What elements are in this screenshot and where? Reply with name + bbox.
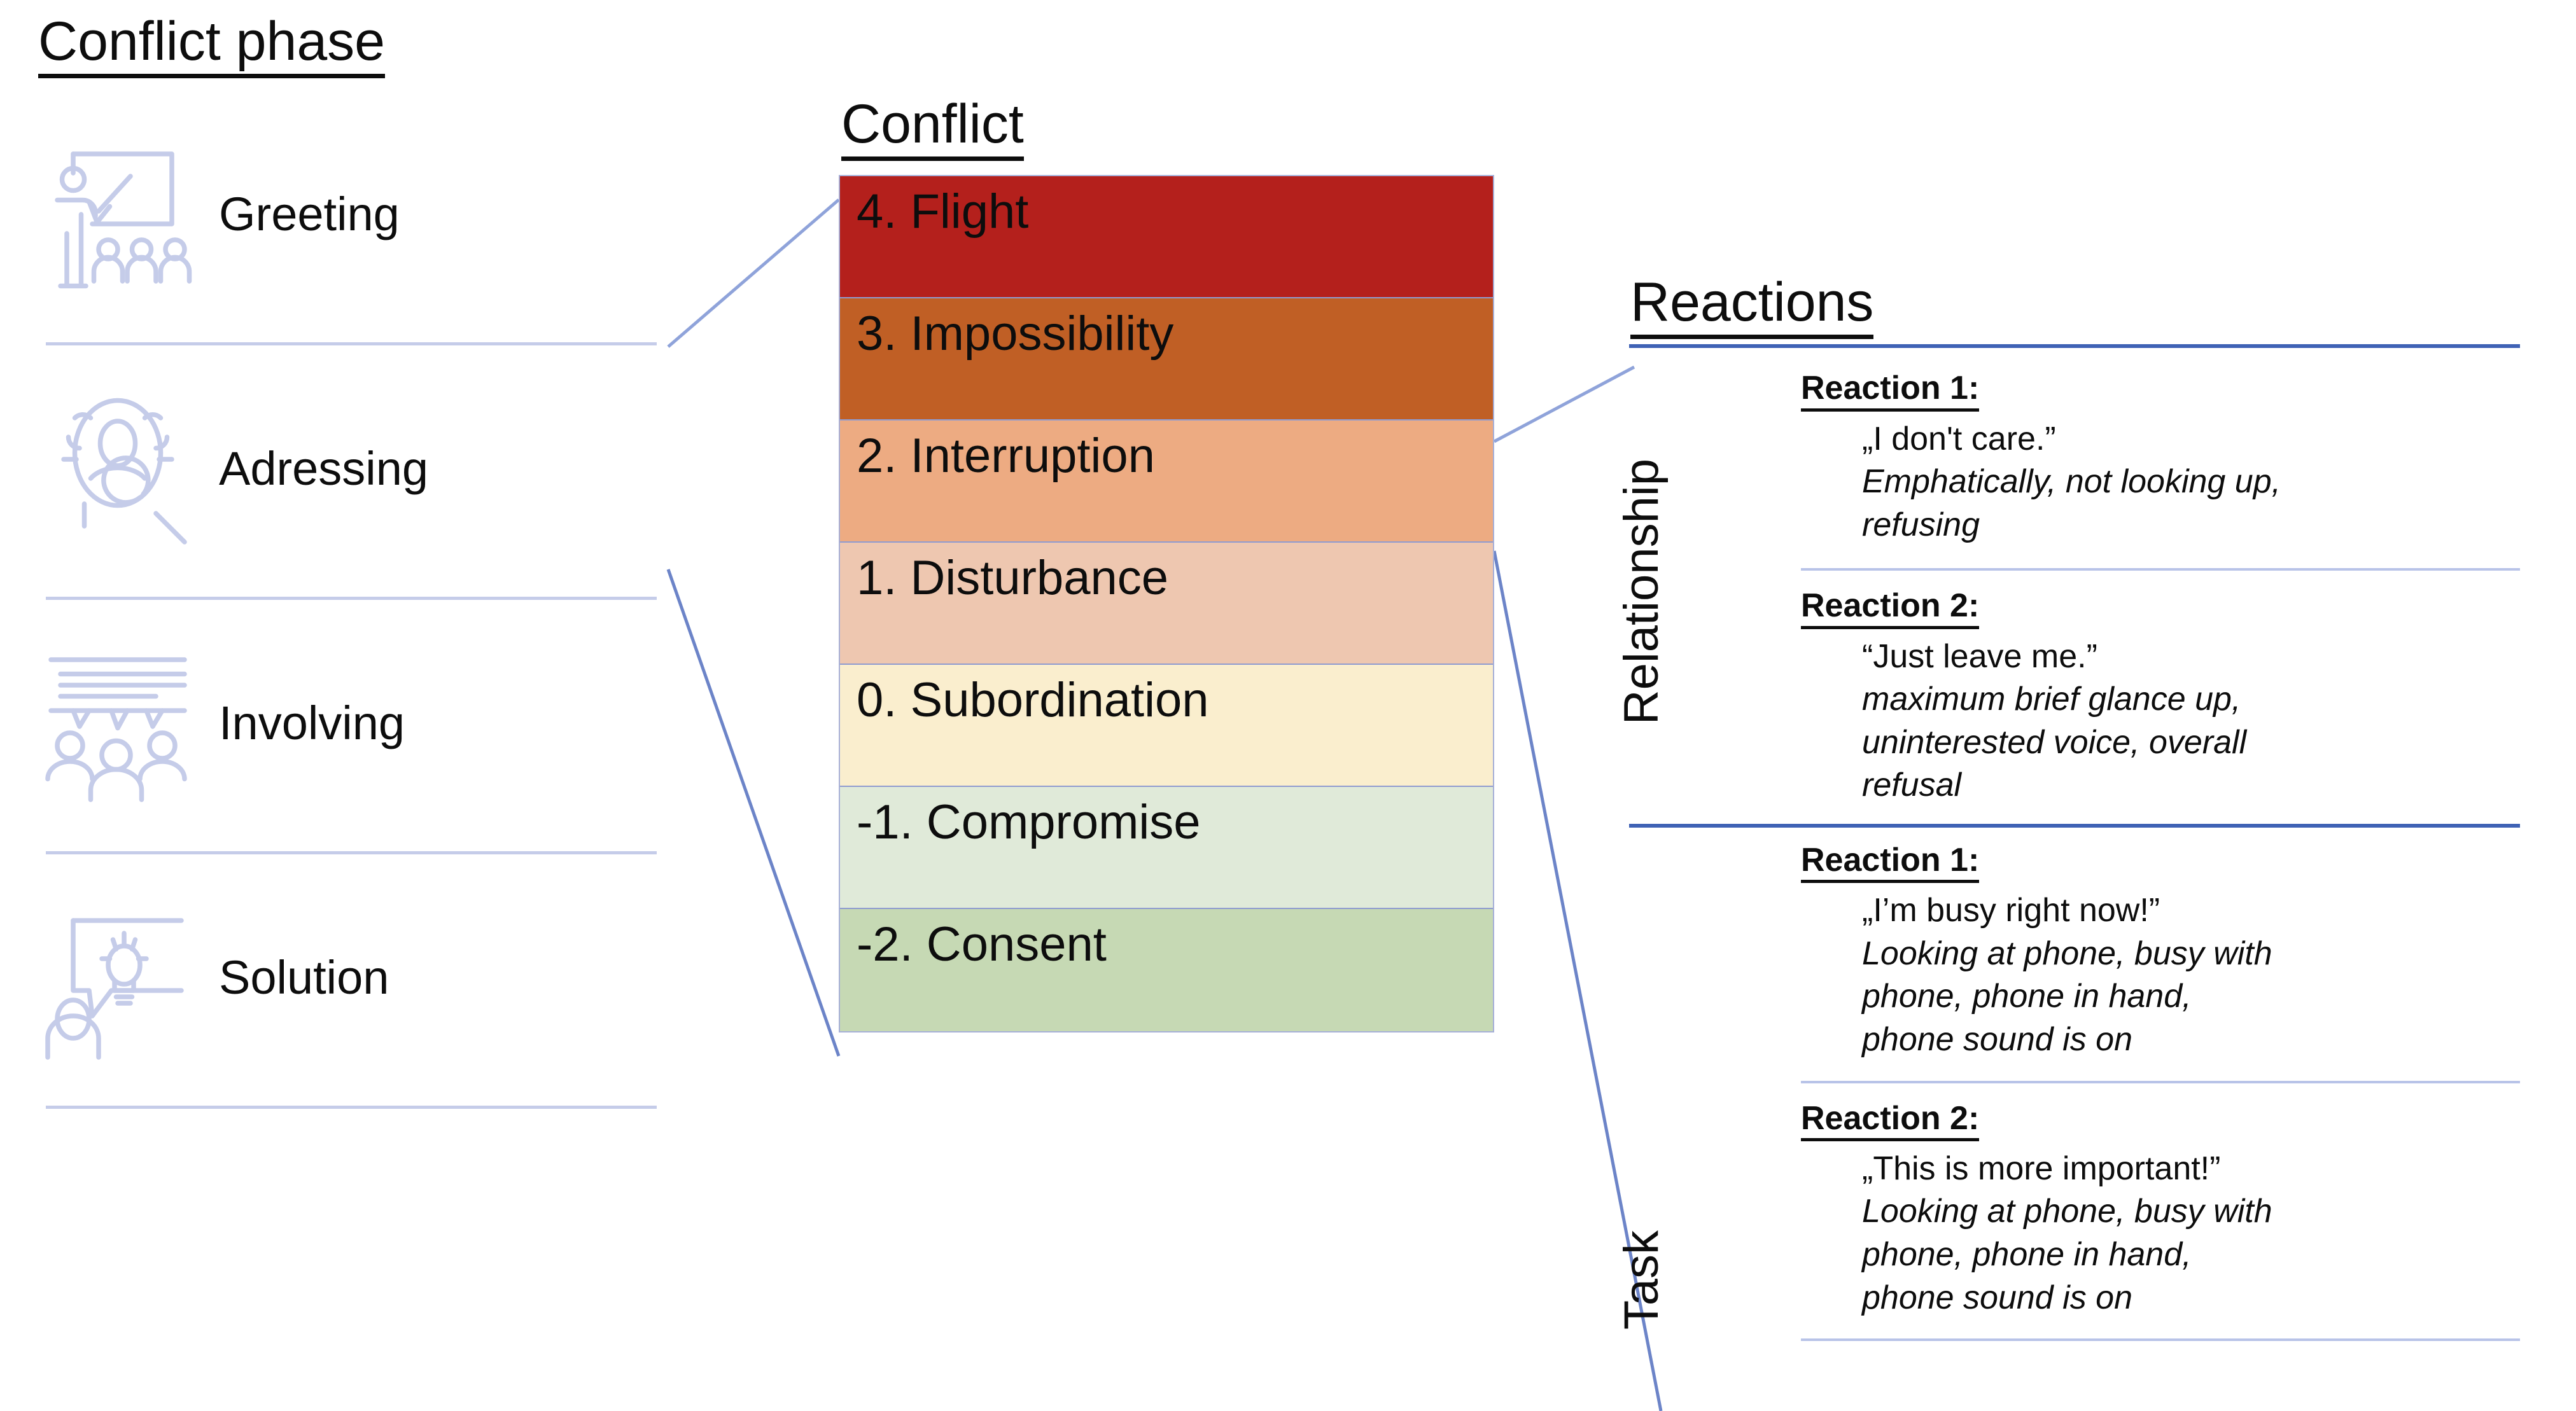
conflict-level-label: 4. Flight [857,184,1029,239]
discussion-group-icon [38,618,197,828]
conflict-level-label: 1. Disturbance [857,551,1169,606]
phase-label-involving: Involving [219,697,405,750]
reaction-quote: “Just leave me.” [1862,637,2097,675]
reaction-separator [1801,568,2520,571]
conflict-level-2[interactable]: 2. Interruption [840,421,1493,543]
phase-label-greeting: Greeting [219,188,400,241]
conflict-level-4[interactable]: 4. Flight [840,176,1493,299]
reaction-item[interactable]: Reaction 1: „I’m busy right now!” Lookin… [1629,828,2565,1068]
phase-item-adressing[interactable]: Adressing [38,342,700,601]
reaction-item[interactable]: Reaction 2: “Just leave me.” maximum bri… [1629,571,2565,814]
conflict-phase-panel: Conflict phase Greeting [38,13,700,1109]
phase-item-solution[interactable]: Solution [38,851,700,1109]
phase-divider-1 [46,342,657,346]
group-rule-top [1629,344,2520,349]
phase-divider-3 [46,851,657,855]
conflict-level-list: 4. Flight 3. Impossibility 2. Interrupti… [839,175,1494,1033]
phase-item-involving[interactable]: Involving [38,596,700,855]
reaction-separator [1801,1338,2520,1342]
conflict-level-minus2[interactable]: -2. Consent [840,909,1493,1032]
conflict-title: Conflict [841,95,1024,162]
conflict-level-3[interactable]: 3. Impossibility [840,298,1493,421]
conflict-phase-title: Conflict phase [38,13,385,79]
reaction-description: Emphatically, not looking up, refusing [1862,463,2281,543]
conflict-level-label: 3. Impossibility [857,307,1174,361]
reaction-description: Looking at phone, busy with phone, phone… [1862,1193,2272,1316]
presentation-audience-icon [38,109,197,319]
conflict-level-0[interactable]: 0. Subordination [840,665,1493,788]
connector-ladder-to-relationship [1493,365,1635,443]
conflict-level-label: -2. Consent [857,917,1107,972]
reaction-quote: „I’m busy right now!” [1862,892,2160,929]
reaction-group-relationship: Relationship Reaction 1: „I don't care.”… [1614,344,2565,828]
phase-item-greeting[interactable]: Greeting [38,87,700,346]
conflict-level-1[interactable]: 1. Disturbance [840,543,1493,665]
reactions-panel: Reactions Relationship Reaction 1: „I do… [1614,274,2565,1342]
reaction-title: Reaction 2: [1801,1100,1980,1141]
person-lightbulb-speech-icon [38,873,197,1083]
conflict-level-minus1[interactable]: -1. Compromise [840,787,1493,910]
conflict-ladder-panel: Conflict 4. Flight 3. Impossibility 2. I… [839,95,1494,1033]
reaction-title: Reaction 2: [1801,587,1980,629]
conflict-level-label: 2. Interruption [857,429,1155,483]
conflict-level-label: 0. Subordination [857,673,1209,728]
reaction-title: Reaction 1: [1801,370,1980,412]
phase-label-adressing: Adressing [219,442,429,496]
reaction-group-task: Task Reaction 1: „I’m busy right now!” L… [1614,828,2565,1342]
reaction-item[interactable]: Reaction 2: „This is more important!” Lo… [1629,1083,2565,1326]
reaction-quote: „I don't care.” [1862,420,2056,457]
reaction-item[interactable]: Reaction 1: „I don't care.” Emphatically… [1629,348,2565,553]
person-magnifier-icon [38,364,197,574]
reaction-title: Reaction 1: [1801,842,1980,884]
reaction-quote: „This is more important!” [1862,1150,2221,1187]
phase-divider-2 [46,597,657,601]
phase-divider-4 [46,1106,657,1109]
reaction-separator [1801,1080,2520,1083]
group-rule-bottom [1629,823,2520,828]
phase-label-solution: Solution [219,951,389,1004]
reaction-description: Looking at phone, busy with phone, phone… [1862,935,2272,1058]
reactions-title: Reactions [1630,274,1874,340]
conflict-level-label: -1. Compromise [857,795,1201,850]
reaction-description: maximum brief glance up, uninterested vo… [1862,681,2247,804]
